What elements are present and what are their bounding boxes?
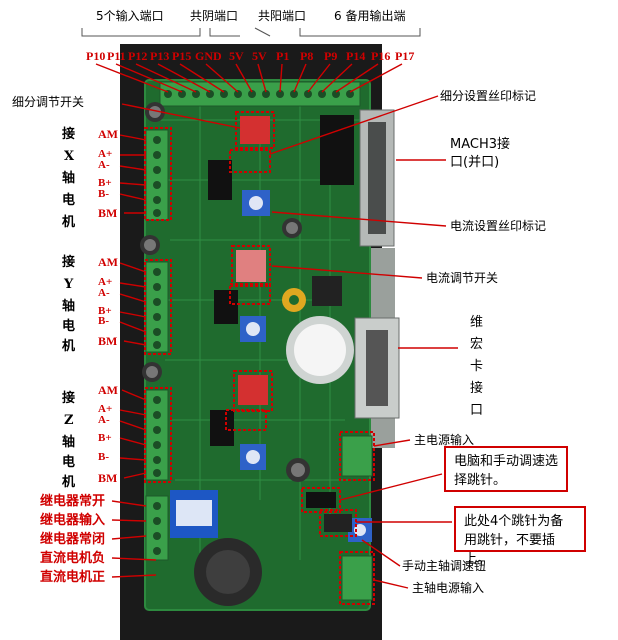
x-pin-b-plus: B+ (98, 177, 112, 189)
x-pin-bm: BM (98, 206, 118, 220)
axis-y-char: Y (64, 277, 74, 292)
axis-x-char: 轴 (62, 171, 76, 186)
label-relay-input: 继电器输入 (40, 512, 106, 527)
y-pin-b-minus: B- (98, 315, 109, 327)
axis-y-char: 接 (62, 255, 76, 270)
pin-label: P14 (346, 49, 366, 63)
axis-y-char: 轴 (62, 299, 76, 314)
pin-label: P15 (172, 49, 192, 63)
pin-label: P13 (150, 49, 170, 63)
label-weihong-char: 接 (470, 381, 484, 396)
label-mach3-line2: 口(并口) (450, 155, 500, 170)
label-relay-nc: 继电器常闭 (40, 531, 106, 546)
pin-label: P16 (371, 49, 391, 63)
label-weihong-char: 卡 (470, 359, 484, 374)
axis-x-char: 电 (62, 193, 76, 208)
z-pin-a-minus: A- (98, 414, 110, 426)
label-subdivision-silk: 细分设置丝印标记 (440, 89, 537, 103)
label-dc-motor-negative: 直流电机负 (40, 550, 106, 565)
label-spare-outputs: 6 备用输出端 (334, 9, 406, 23)
z-pin-b-plus: B+ (98, 432, 112, 444)
y-pin-am: AM (98, 255, 118, 269)
axis-y-char: 电 (62, 319, 76, 334)
label-weihong-char: 维 (470, 315, 484, 330)
pin-label: P11 (107, 49, 126, 63)
note-speed-select-jumper: 电脑和手动调速选择跳针。 (444, 446, 568, 492)
pin-label: 5V (252, 49, 267, 63)
pin-label: P9 (324, 49, 338, 63)
z-pin-bm: BM (98, 471, 118, 485)
axis-z-char: 机 (62, 475, 76, 490)
label-common-cathode: 共阴端口 (190, 9, 239, 23)
axis-y-char: 机 (62, 339, 76, 354)
label-main-power-input: 主电源输入 (414, 433, 475, 447)
note-spare-jumpers: 此处4个跳针为备用跳针，不要插上。 (454, 506, 586, 567)
y-pin-a-minus: A- (98, 287, 110, 299)
x-pin-a-minus: A- (98, 159, 110, 171)
axis-x-char: X (64, 149, 75, 164)
pin-label: P12 (128, 49, 148, 63)
label-current-silk: 电流设置丝印标记 (450, 219, 547, 233)
label-input-ports: 5个输入端口 (96, 9, 164, 23)
pin-label: P17 (395, 49, 415, 63)
axis-z-char: 接 (62, 391, 76, 406)
z-pin-am: AM (98, 383, 118, 397)
x-pin-am: AM (98, 127, 118, 141)
x-pin-b-minus: B- (98, 188, 109, 200)
pin-label: 5V (229, 49, 244, 63)
axis-z-char: 轴 (62, 435, 76, 450)
pin-label: P1 (276, 49, 290, 63)
label-dc-motor-positive: 直流电机正 (40, 569, 106, 584)
label-common-anode: 共阳端口 (258, 9, 307, 23)
label-weihong-char: 宏 (470, 337, 484, 352)
label-current-switch: 电流调节开关 (426, 271, 499, 285)
axis-z-char: Z (64, 413, 74, 428)
label-subdivision-switch: 细分调节开关 (12, 95, 85, 109)
pin-label: P8 (300, 49, 314, 63)
axis-x-char: 机 (62, 215, 76, 230)
pin-label: GND (195, 49, 222, 63)
axis-z-char: 电 (62, 455, 76, 470)
label-spindle-speed-knob: 手动主轴调速钮 (402, 559, 487, 573)
z-pin-b-minus: B- (98, 451, 109, 463)
pin-label: P10 (86, 49, 106, 63)
label-relay-no: 继电器常开 (40, 493, 106, 508)
y-pin-b-plus: B+ (98, 305, 112, 317)
y-pin-a-plus: A+ (98, 276, 113, 288)
label-spindle-power-input: 主轴电源输入 (412, 581, 485, 595)
label-weihong-char: 口 (470, 403, 484, 418)
x-pin-a-plus: A+ (98, 148, 113, 160)
z-pin-a-plus: A+ (98, 403, 113, 415)
axis-x-char: 接 (62, 127, 76, 142)
y-pin-bm: BM (98, 334, 118, 348)
label-mach3-line1: MACH3接 (450, 137, 511, 152)
